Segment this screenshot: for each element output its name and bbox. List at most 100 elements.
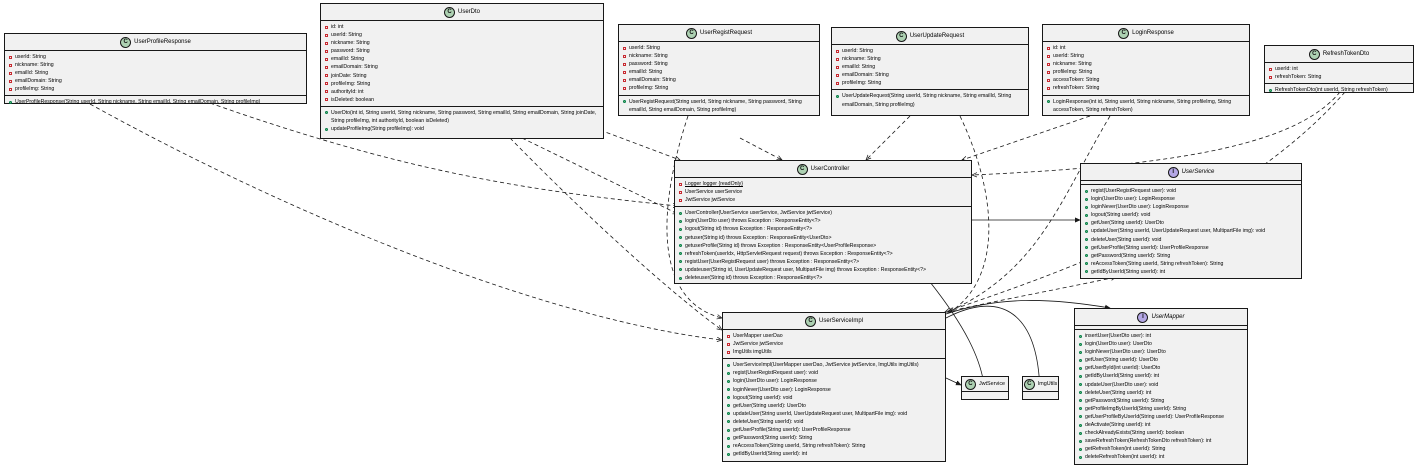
class-header: C RefreshTokenDto <box>1265 46 1413 63</box>
class-header: C LoginResponse <box>1043 25 1249 42</box>
field-row: nickname: String <box>9 61 303 69</box>
method-row: getIdByUserId(String userId): int <box>1079 372 1244 380</box>
method-row: loginNever(UserDto user): UserDto <box>1079 348 1244 356</box>
public-method-icon <box>1079 366 1082 370</box>
method-row: getUserProfile(String userId): UserProfi… <box>1085 244 1298 252</box>
class-name: UserUpdateRequest <box>909 32 965 39</box>
class-name: UserServiceImpl <box>818 317 863 324</box>
field-row: nickname: String <box>325 39 600 47</box>
class-badge-icon: C <box>685 27 697 39</box>
method-row: logout(String userId): void <box>1085 211 1298 219</box>
dep-userdto-controller <box>521 137 678 214</box>
public-method-icon <box>1085 205 1088 209</box>
interface-badge-icon: I <box>1137 311 1149 323</box>
method-row: deleteUser(String userId): void <box>727 418 942 426</box>
public-method-icon <box>727 371 730 375</box>
public-method-icon <box>679 252 682 256</box>
private-field-icon <box>325 98 328 102</box>
methods-section: RefreshTokenDto(int userId, String refre… <box>1265 84 1413 96</box>
method-row: deleteUser(String userId): int <box>1079 389 1244 397</box>
field-row: UserMapper userDao <box>727 332 942 340</box>
private-field-icon <box>623 70 626 74</box>
field-row: JwtService jwtService <box>727 340 942 348</box>
private-field-icon <box>836 81 839 85</box>
private-field-icon <box>1047 54 1050 58</box>
field-row: emailId: String <box>836 63 1025 71</box>
methods-section: LoginResponse(int id, String userId, Str… <box>1043 96 1249 116</box>
private-field-icon <box>325 65 328 69</box>
fields-section <box>962 392 1008 395</box>
private-field-icon <box>1047 62 1050 66</box>
class-header: C UserProfileResponse <box>5 34 306 51</box>
public-method-icon <box>1085 238 1088 242</box>
field-row: profileImg: String <box>623 84 816 92</box>
method-row: getUserProfileByUserId(String userId): U… <box>1079 413 1244 421</box>
method-row: getUserById(int userId): UserDto <box>1079 364 1244 372</box>
private-field-icon <box>325 90 328 94</box>
private-field-icon <box>325 25 328 29</box>
field-row: emailId: String <box>9 69 303 77</box>
public-method-icon <box>1085 270 1088 274</box>
field-row: userId: String <box>836 47 1025 55</box>
private-field-icon <box>836 49 839 53</box>
method-row: regist(UserRegistRequest user): void <box>1085 187 1298 195</box>
methods-section: insertUser(UserDto user): int login(User… <box>1075 330 1247 464</box>
public-method-icon <box>1085 213 1088 217</box>
methods-section: UserProfileResponse(String userId, Strin… <box>5 96 306 108</box>
class-name: UserDto <box>457 8 480 15</box>
public-method-icon <box>1079 399 1082 403</box>
method-row: getuser(String id) throws Exception : Re… <box>679 234 968 242</box>
method-row: checkAlreadyExists(String userId): boole… <box>1079 429 1244 437</box>
private-field-icon <box>836 73 839 77</box>
method-row: getUserProfile(String userId): UserProfi… <box>727 426 942 434</box>
methods-section: UserUpdateRequest(String userId, String … <box>832 90 1028 110</box>
class-header: C UserController <box>675 161 971 178</box>
public-method-icon <box>1079 350 1082 354</box>
field-row: password: String <box>325 47 600 55</box>
public-method-icon <box>679 260 682 264</box>
field-row: isDeleted: boolean <box>325 96 600 104</box>
fields-section <box>1023 392 1058 395</box>
public-method-icon <box>1269 88 1272 92</box>
method-row: getPassword(String userId): String <box>727 434 942 442</box>
dep-login-controller <box>962 115 1091 160</box>
dep-update-controller <box>866 115 911 160</box>
public-method-icon <box>1085 254 1088 258</box>
private-field-icon <box>9 71 12 75</box>
public-method-icon <box>679 219 682 223</box>
public-method-icon <box>1079 447 1082 451</box>
public-method-icon <box>727 412 730 416</box>
field-row: refreshToken: String <box>1047 84 1246 92</box>
private-field-icon <box>325 74 328 78</box>
method-row: getPassword(String userId): String <box>1085 252 1298 260</box>
methods-section: UserDto(int id, String userId, String ni… <box>321 107 603 135</box>
class-user-update-request: C UserUpdateRequest userId: String nickn… <box>831 27 1029 116</box>
field-row: Logger logger {readOnly} <box>679 180 968 188</box>
private-field-icon <box>1047 78 1050 82</box>
methods-section: regist(UserRegistRequest user): void log… <box>1081 185 1301 278</box>
public-method-icon <box>1085 262 1088 266</box>
class-badge-icon: C <box>964 378 976 390</box>
private-field-icon <box>325 49 328 53</box>
public-method-icon <box>1079 383 1082 387</box>
method-row: getProfileImgByUserId(String userId): St… <box>1079 405 1244 413</box>
public-method-icon <box>727 428 730 432</box>
assoc-impl-jwt <box>945 377 961 386</box>
class-name: LoginResponse <box>1132 29 1174 36</box>
private-field-icon <box>9 87 12 91</box>
field-row: emailDomain: String <box>325 63 600 71</box>
field-row: userId: String <box>9 53 303 61</box>
class-badge-icon: C <box>443 6 455 18</box>
fields-section <box>1075 326 1247 330</box>
field-row: emailDomain: String <box>9 77 303 85</box>
private-field-icon <box>325 33 328 37</box>
public-method-icon <box>1079 439 1082 443</box>
private-field-icon <box>325 82 328 86</box>
public-method-icon <box>727 363 730 367</box>
method-row: deActivate(String userId): int <box>1079 421 1244 429</box>
method-row: deleteRefreshToken(int userId): int <box>1079 453 1244 461</box>
public-method-icon <box>1079 342 1082 346</box>
field-row: profileImg: String <box>836 79 1025 87</box>
public-method-icon <box>727 379 730 383</box>
public-method-icon <box>1079 391 1082 395</box>
